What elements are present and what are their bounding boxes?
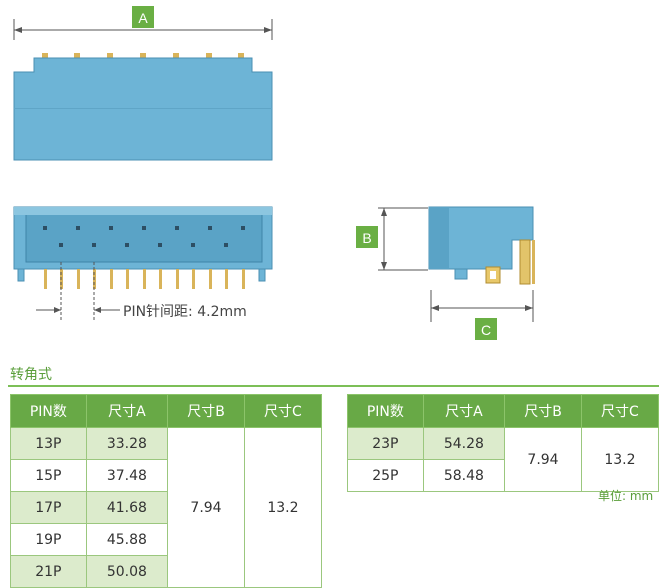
header-size-c: 尺寸C bbox=[580, 394, 660, 428]
top-view: A bbox=[13, 6, 273, 161]
dimension-b-badge bbox=[356, 226, 378, 248]
side-view: B C bbox=[356, 206, 535, 340]
table-row: 23P 54.28 7.94 13.2 bbox=[347, 427, 660, 492]
table-header-row: PIN数 尺寸A 尺寸B 尺寸C bbox=[347, 394, 660, 428]
header-pin-count: PIN数 bbox=[347, 394, 424, 428]
size-a-cell: 58.48 bbox=[422, 459, 506, 492]
size-a-cell: 37.48 bbox=[85, 459, 169, 492]
size-b-cell: 7.94 bbox=[167, 427, 245, 588]
size-a-cell: 50.08 bbox=[85, 555, 169, 588]
pitch-label: PIN针间距: 4.2mm bbox=[123, 304, 247, 320]
table-row: 13P 33.28 7.94 13.2 bbox=[10, 427, 323, 588]
section-title: 转角式 bbox=[10, 367, 52, 383]
size-a-cell: 33.28 bbox=[85, 427, 169, 460]
header-size-a: 尺寸A bbox=[85, 394, 169, 428]
header-size-c: 尺寸C bbox=[243, 394, 323, 428]
size-c-cell: 13.2 bbox=[580, 427, 660, 492]
dimension-c-label: C bbox=[481, 322, 491, 338]
size-a-cell: 54.28 bbox=[422, 427, 506, 460]
pin-count-cell: 13P bbox=[10, 427, 87, 460]
front-view: PIN针间距: 4.2mm bbox=[13, 206, 273, 322]
section-divider bbox=[8, 385, 659, 387]
header-pin-count: PIN数 bbox=[10, 394, 87, 428]
pin-count-cell: 23P bbox=[347, 427, 424, 460]
table-header-row: PIN数 尺寸A 尺寸B 尺寸C bbox=[10, 394, 323, 428]
header-size-b: 尺寸B bbox=[167, 394, 245, 428]
pin-count-cell: 17P bbox=[10, 491, 87, 524]
table-row: 15P 37.48 bbox=[10, 459, 322, 492]
dimension-a-label: A bbox=[138, 10, 148, 26]
header-size-b: 尺寸B bbox=[504, 394, 582, 428]
table-row: 25P 58.48 bbox=[347, 459, 659, 492]
size-c-cell: 13.2 bbox=[243, 427, 323, 588]
dimension-table-right: PIN数 尺寸A 尺寸B 尺寸C 23P 54.28 7.94 13.2 25P… bbox=[347, 394, 660, 492]
pin-count-cell: 21P bbox=[10, 555, 87, 588]
header-size-a: 尺寸A bbox=[422, 394, 506, 428]
dimension-a-badge bbox=[132, 6, 154, 28]
dimension-c-badge bbox=[475, 318, 497, 340]
size-a-cell: 45.88 bbox=[85, 523, 169, 556]
dimension-table-left: PIN数 尺寸A 尺寸B 尺寸C 13P 33.28 7.94 13.2 15P… bbox=[10, 394, 323, 588]
pin-count-cell: 15P bbox=[10, 459, 87, 492]
table-row: 19P 45.88 bbox=[10, 523, 322, 556]
connector-diagram: A bbox=[13, 6, 535, 340]
unit-note: 单位: mm bbox=[598, 489, 654, 503]
pin-count-cell: 25P bbox=[347, 459, 424, 492]
size-a-cell: 41.68 bbox=[85, 491, 169, 524]
pin-count-cell: 19P bbox=[10, 523, 87, 556]
size-b-cell: 7.94 bbox=[504, 427, 582, 492]
dimension-b-label: B bbox=[362, 230, 371, 246]
table-row: 17P 41.68 bbox=[10, 491, 322, 524]
